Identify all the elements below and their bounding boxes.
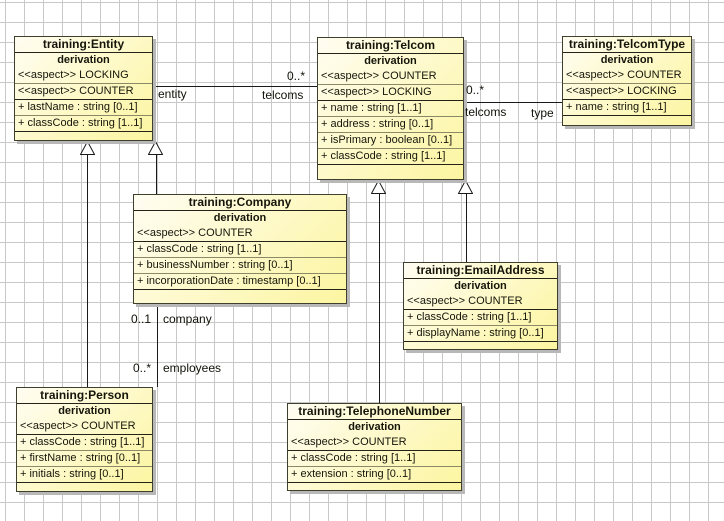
attribute-row: + classCode : string [1..1] xyxy=(318,149,463,165)
association-telcom-telcomtype[interactable] xyxy=(464,102,562,103)
role-label-entity: entity xyxy=(158,87,187,101)
attribute-row: + name : string [1..1] xyxy=(318,101,463,117)
generalization-person-entity[interactable] xyxy=(87,155,88,387)
stereotype-label: derivation xyxy=(364,55,417,67)
role-label-type: type xyxy=(531,106,554,120)
operations-compartment xyxy=(17,483,152,491)
aspect-row: <<aspect>> COUNTER xyxy=(15,84,152,100)
aspect-row: <<aspect>> LOCKING xyxy=(15,68,152,84)
class-title: training:TelephoneNumber xyxy=(288,404,461,420)
attribute-row: + initials : string [0..1] xyxy=(17,467,152,483)
generalization-arrow-icon xyxy=(458,180,473,194)
aspect-row: <<aspect>> LOCKING xyxy=(318,85,463,101)
class-box-telcomtype[interactable]: training:TelcomType derivation <<aspect>… xyxy=(562,36,692,126)
operations-compartment xyxy=(404,342,557,349)
attribute-row: + lastName : string [0..1] xyxy=(15,100,152,116)
generalization-company-entity[interactable] xyxy=(156,155,157,194)
role-label-telcoms2: telcoms xyxy=(465,105,507,119)
aspect-row: <<aspect>> COUNTER xyxy=(17,419,152,435)
multiplicity-label-company: 0..1 xyxy=(130,312,151,326)
class-title: training:Person xyxy=(17,388,152,404)
aspect-row: <<aspect>> COUNTER xyxy=(288,435,461,451)
attribute-row: + extension : string [0..1] xyxy=(288,467,461,483)
attribute-row: + incorporationDate : timestamp [0..1] xyxy=(134,274,346,290)
association-entity-telcom[interactable] xyxy=(153,86,317,87)
class-box-entity[interactable]: training:Entity derivation <<aspect>> LO… xyxy=(14,36,153,141)
attribute-row: + firstName : string [0..1] xyxy=(17,451,152,467)
multiplicity-label-telcoms: 0..* xyxy=(287,69,306,83)
association-company-person[interactable] xyxy=(157,304,158,387)
role-label-company: company xyxy=(163,312,212,326)
operations-compartment xyxy=(318,165,463,179)
class-title: training:Telcom xyxy=(318,38,463,54)
aspect-row: <<aspect>> COUNTER xyxy=(404,294,557,310)
operations-compartment xyxy=(563,116,691,125)
stereotype-label: derivation xyxy=(58,405,111,417)
operations-compartment xyxy=(288,483,461,490)
generalization-arrow-icon xyxy=(148,141,163,155)
aspect-row: <<aspect>> COUNTER xyxy=(563,68,691,84)
generalization-arrow-icon xyxy=(371,180,386,194)
multiplicity-label-telcoms2: 0..* xyxy=(466,83,485,97)
role-label-telcoms: telcoms xyxy=(262,88,304,102)
aspect-row: <<aspect>> LOCKING xyxy=(563,84,691,100)
stereotype-label: derivation xyxy=(57,54,110,66)
generalization-arrow-icon xyxy=(80,141,95,155)
multiplicity-label-employees: 0..* xyxy=(132,361,151,375)
class-title: training:EmailAddress xyxy=(404,263,557,279)
attribute-row: + businessNumber : string [0..1] xyxy=(134,258,346,274)
attribute-row: + isPrimary : boolean [0..1] xyxy=(318,133,463,149)
aspect-row: <<aspect>> COUNTER xyxy=(134,226,346,242)
role-label-employees: employees xyxy=(163,361,222,375)
class-title: training:Entity xyxy=(15,37,152,53)
class-title: training:Company xyxy=(134,195,346,211)
stereotype-label: derivation xyxy=(600,54,654,66)
attribute-row: + name : string [1..1] xyxy=(563,100,691,116)
attribute-row: + classCode : string [1..1] xyxy=(404,310,557,326)
aspect-row: <<aspect>> COUNTER xyxy=(318,69,463,85)
class-box-emailaddress[interactable]: training:EmailAddress derivation <<aspec… xyxy=(403,262,558,350)
attribute-row: + classCode : string [1..1] xyxy=(288,451,461,467)
class-box-person[interactable]: training:Person derivation <<aspect>> CO… xyxy=(16,387,153,492)
operations-compartment xyxy=(134,290,346,303)
class-box-telcom[interactable]: training:Telcom derivation <<aspect>> CO… xyxy=(317,37,464,180)
stereotype-label: derivation xyxy=(213,212,267,224)
operations-compartment xyxy=(15,132,152,140)
stereotype-label: derivation xyxy=(454,280,507,292)
stereotype-label: derivation xyxy=(348,421,401,433)
class-title: training:TelcomType xyxy=(563,37,691,53)
attribute-row: + address : string [0..1] xyxy=(318,117,463,133)
attribute-row: + displayName : string [0..1] xyxy=(404,326,557,342)
attribute-row: + classCode : string [1..1] xyxy=(17,435,152,451)
attribute-row: + classCode : string [1..1] xyxy=(134,242,346,258)
generalization-emailaddress-telcom[interactable] xyxy=(466,194,467,262)
class-box-company[interactable]: training:Company derivation <<aspect>> C… xyxy=(133,194,347,304)
attribute-row: + classCode : string [1..1] xyxy=(15,116,152,132)
generalization-telephonenumber-telcom[interactable] xyxy=(379,194,380,403)
class-box-telephonenumber[interactable]: training:TelephoneNumber derivation <<as… xyxy=(287,403,462,491)
